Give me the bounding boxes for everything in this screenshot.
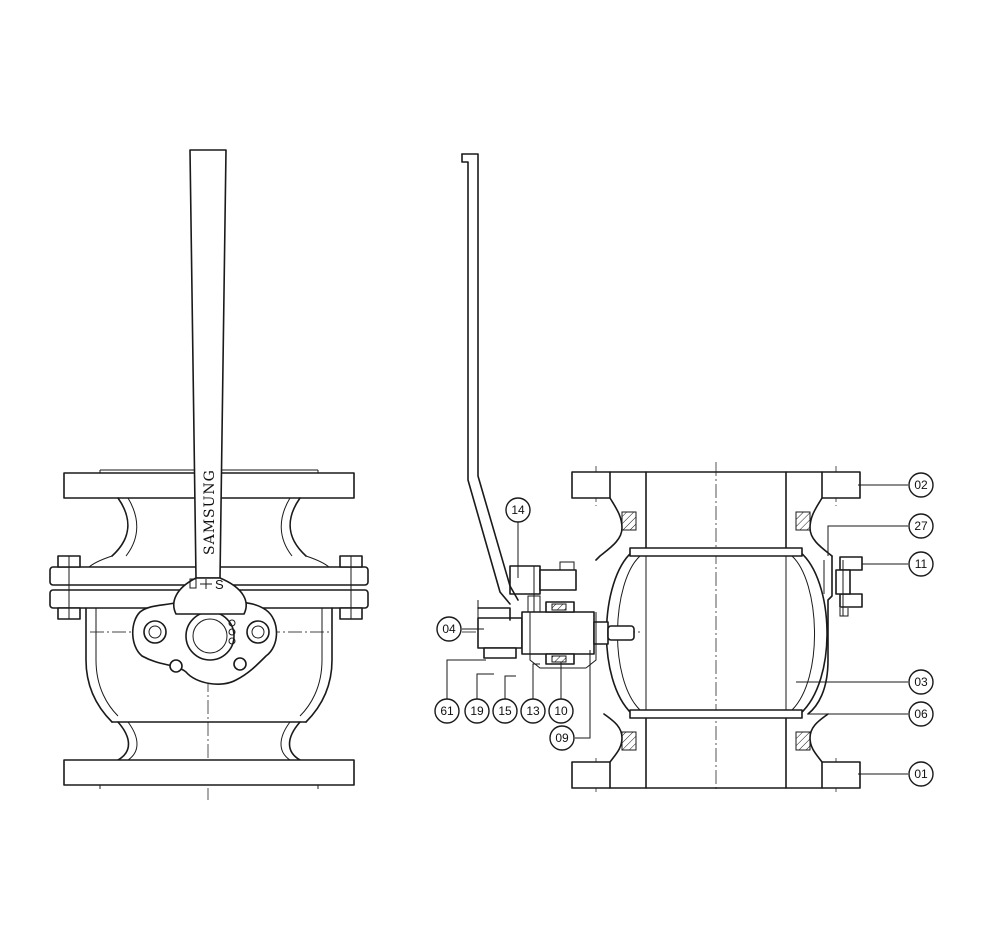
- valve-body-section: [571, 471, 861, 789]
- callout-label: 06: [914, 707, 928, 721]
- callout-61: 61: [434, 698, 460, 724]
- callout-label: 03: [914, 675, 928, 689]
- end-cap-right: [807, 555, 863, 715]
- callout-label: 19: [470, 704, 484, 718]
- ball: [605, 547, 828, 719]
- callout-19: 19: [464, 698, 490, 724]
- callout-15: 15: [492, 698, 518, 724]
- bottom-flange: [63, 759, 355, 789]
- callout-label: 10: [554, 704, 568, 718]
- callout-label: 02: [914, 478, 928, 492]
- callout-09: 09: [549, 725, 575, 751]
- callout-01: 01: [908, 761, 934, 787]
- mounting-pad: [131, 593, 278, 685]
- callout-04: 04: [436, 616, 462, 642]
- callout-label: 09: [555, 731, 569, 745]
- callout-14: 14: [505, 497, 531, 523]
- callout-label: 15: [498, 704, 512, 718]
- front-view: SAMSUNG S: [49, 149, 369, 800]
- callout-27: 27: [908, 513, 934, 539]
- brand-text: SAMSUNG: [202, 469, 218, 555]
- stem-assembly: [477, 561, 635, 669]
- callout-label: 61: [440, 704, 454, 718]
- callout-label: 27: [914, 519, 928, 533]
- callout-13: 13: [520, 698, 546, 724]
- callout-10: 10: [548, 698, 574, 724]
- callout-label: 01: [914, 767, 928, 781]
- callout-label: 04: [442, 622, 456, 636]
- callout-11: 11: [908, 551, 934, 577]
- callout-label: 13: [526, 704, 540, 718]
- callout-06: 06: [908, 701, 934, 727]
- lower-body: [85, 607, 333, 761]
- callout-02: 02: [908, 472, 934, 498]
- callout-label: 11: [915, 557, 928, 571]
- leader-lines: [446, 484, 908, 775]
- callout-03: 03: [908, 669, 934, 695]
- callout-label: 14: [511, 503, 525, 517]
- orientation-mark: S: [215, 577, 224, 592]
- section-view: 02 27 11 03 06 01 14 04: [434, 153, 934, 792]
- lever-handle-side: [461, 153, 519, 621]
- lever-handle: SAMSUNG S: [172, 149, 247, 615]
